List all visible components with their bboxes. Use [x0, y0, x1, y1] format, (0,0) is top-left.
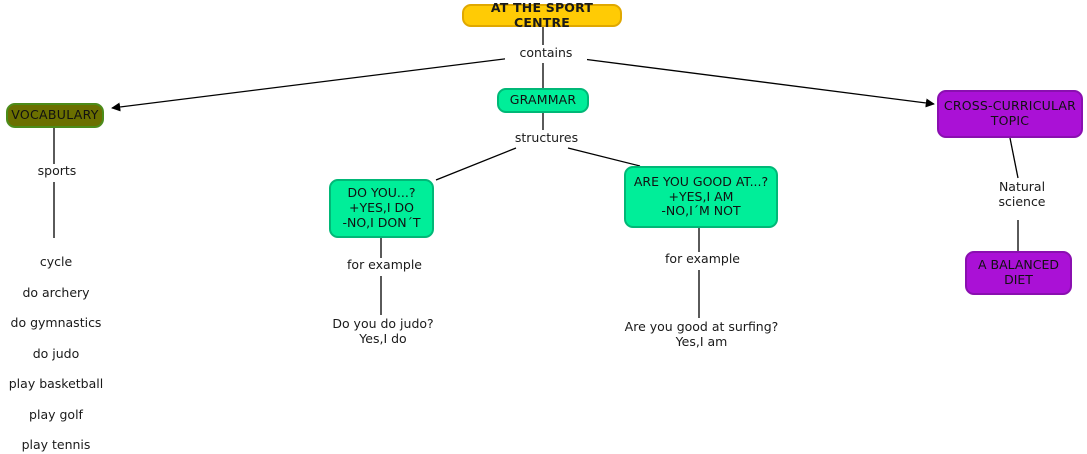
list-item: do judo: [32, 345, 80, 361]
node-at-the-sport-centre[interactable]: AT THE SPORT CENTRE: [462, 0, 622, 29]
node-cross-curricular-topic[interactable]: CROSS-CURRICULAR TOPIC: [937, 90, 1083, 138]
list-item: play basketball: [8, 376, 104, 392]
list-item: do gymnastics: [10, 315, 102, 331]
sports-vocabulary-list: cycle do archery do gymnastics do judo p…: [0, 239, 112, 454]
link-label-structures: structures: [500, 130, 593, 146]
node-a-balanced-diet[interactable]: A BALANCED DIET: [965, 251, 1072, 295]
edge-contains-vocabulary: [111, 57, 513, 112]
node-do-you-structure[interactable]: DO YOU...? +YES,I DO -NO,I DON´T: [329, 179, 434, 238]
example-sentence-left: Do you do judo? Yes,I do: [320, 316, 446, 347]
list-item: do archery: [22, 284, 90, 300]
edge-structures-do-you: [435, 147, 517, 181]
link-label-sports: sports: [16, 163, 98, 179]
link-label-for-example-right: for example: [654, 251, 751, 267]
link-label-contains: contains: [505, 45, 587, 61]
list-item: play tennis: [21, 437, 91, 453]
list-item: cycle: [39, 254, 73, 270]
list-item: play golf: [29, 406, 83, 422]
node-vocabulary[interactable]: VOCABULARY: [6, 103, 104, 128]
edge-structures-are-you-good: [567, 147, 641, 167]
node-grammar[interactable]: GRAMMAR: [497, 88, 589, 113]
example-sentence-right: Are you good at surfing? Yes,I am: [620, 319, 783, 350]
link-label-natural-science: Natural science: [977, 179, 1067, 210]
edge-topic-natural-science: [1009, 137, 1019, 179]
node-are-you-good-at-structure[interactable]: ARE YOU GOOD AT...? +YES,I AM -NO,I´M NO…: [624, 166, 778, 228]
edge-contains-topic: [574, 57, 935, 108]
link-label-for-example-left: for example: [336, 257, 433, 273]
